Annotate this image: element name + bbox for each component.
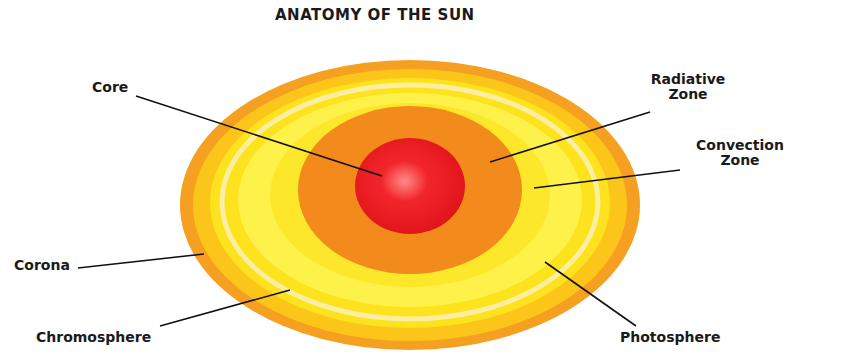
chromosphere-ring: [193, 69, 627, 341]
diagram-title: ANATOMY OF THE SUN: [275, 6, 475, 24]
radiative-zone: [298, 106, 522, 274]
convection-zone: [238, 93, 582, 307]
leader-line: [136, 96, 382, 176]
photosphere-band: [222, 85, 598, 319]
leader-line: [160, 290, 290, 326]
part-label: Radiative Zone: [638, 72, 738, 101]
convection-inner: [270, 103, 550, 287]
part-label: Photosphere: [620, 330, 720, 345]
part-label: Core: [92, 80, 128, 95]
part-label: Chromosphere: [36, 330, 151, 345]
leader-line: [78, 254, 204, 268]
leader-line: [545, 262, 636, 326]
corona-ring: [180, 60, 640, 350]
part-label: Corona: [14, 258, 70, 273]
part-label: Convection Zone: [685, 138, 795, 167]
leader-line: [490, 112, 650, 162]
core: [355, 138, 465, 234]
photosphere-ring: [210, 78, 610, 328]
leader-line: [534, 170, 680, 188]
